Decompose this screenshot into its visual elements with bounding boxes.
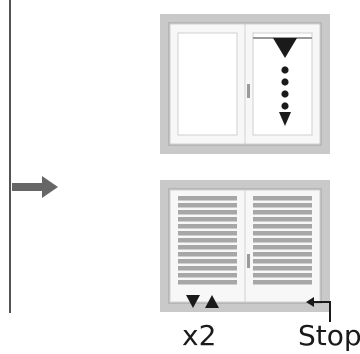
shutter-slat: [253, 238, 312, 243]
shutter-slat: [253, 280, 312, 285]
shutter-slat: [253, 203, 312, 208]
window-top-handle-icon: [247, 84, 250, 98]
shutter-slat: [178, 203, 237, 208]
shutter-slat: [253, 210, 312, 215]
shutter-slat: [178, 196, 237, 201]
triangle-down-up-icon: [186, 295, 219, 308]
right-arrow-icon: [12, 176, 58, 198]
shutter-slat: [253, 231, 312, 236]
window-bottom: [160, 180, 331, 322]
shutter-slat: [253, 266, 312, 271]
shutter-slat: [253, 252, 312, 257]
shutter-slat: [253, 259, 312, 264]
shutter-slat: [253, 273, 312, 278]
shutter-slat: [178, 224, 237, 229]
shutter-slat: [253, 245, 312, 250]
shutter-slat: [178, 245, 237, 250]
shutter-slats-right: [253, 196, 312, 285]
shutter-slat: [178, 266, 237, 271]
shutter-slat: [178, 231, 237, 236]
shutter-slat: [178, 238, 237, 243]
arrow-down-dotted-icon: [273, 38, 297, 126]
shutter-slat: [253, 196, 312, 201]
repeat-count-label: x2: [182, 319, 217, 352]
window-bottom-handle-icon: [247, 254, 250, 268]
shutter-slat: [178, 280, 237, 285]
shutter-slat: [178, 210, 237, 215]
shutter-slat: [178, 259, 237, 264]
corner-arrow-left-icon: [306, 297, 331, 322]
shutter-slat: [178, 273, 237, 278]
shutter-slat: [178, 217, 237, 222]
shutter-slat: [253, 217, 312, 222]
stop-label: Stop: [298, 319, 360, 352]
shutter-slat: [178, 252, 237, 257]
window-top: [160, 14, 330, 154]
shutter-slats-left: [178, 196, 237, 285]
shutter-slat: [253, 224, 312, 229]
